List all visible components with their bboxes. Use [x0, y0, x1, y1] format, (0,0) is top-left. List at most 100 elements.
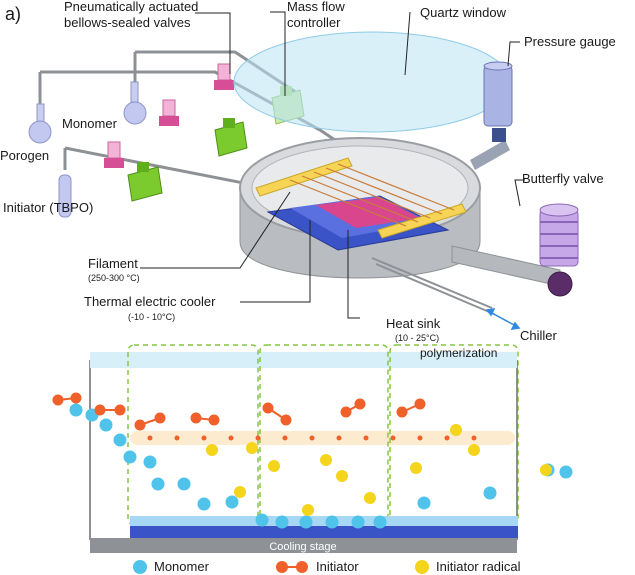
cooling-stage-label: Cooling stage — [269, 541, 336, 553]
cooling-stage — [90, 538, 517, 553]
initiator-atom — [354, 398, 366, 410]
radical-molecule — [206, 444, 218, 456]
monomer-molecule — [559, 465, 573, 479]
butterfly-valve-label: Butterfly valve — [522, 171, 604, 186]
valves-label-line2: bellows-sealed valves — [64, 15, 191, 30]
initiator-molecule — [262, 402, 292, 426]
chiller-arrow — [485, 308, 521, 330]
radical-glow-dot — [309, 435, 315, 441]
radical-glow-dot — [444, 435, 450, 441]
radical-molecule — [540, 464, 552, 476]
initiator-atom — [154, 412, 166, 424]
chiller-label: Chiller — [520, 328, 558, 343]
monomer-molecule — [151, 477, 165, 491]
initiator-atom — [208, 414, 220, 426]
mfc-label-line2: controller — [287, 15, 341, 30]
radical-glow-dot — [363, 435, 369, 441]
pump-line — [451, 245, 573, 297]
monomer-molecule — [255, 513, 269, 527]
legend-radical-label: Initiator radical — [436, 559, 521, 574]
film-layer — [130, 516, 518, 526]
initiator-atom — [134, 419, 146, 431]
filament-temp: (250-300 °C) — [88, 273, 140, 283]
monomer-molecule — [225, 495, 239, 509]
radical-molecule — [450, 424, 462, 436]
process-panel: polymerization Cooling stage — [52, 344, 573, 553]
radical-molecule — [468, 444, 480, 456]
monomer-molecule — [69, 403, 83, 417]
monomer-molecule — [351, 515, 365, 529]
initiator-atom — [280, 414, 292, 426]
monomer-molecule — [197, 497, 211, 511]
radical-molecule — [336, 470, 348, 482]
radical-glow-dot — [282, 435, 288, 441]
quartz-window — [233, 31, 511, 133]
legend-monomer-icon — [133, 560, 147, 574]
radical-molecule — [320, 454, 332, 466]
monomer-molecule — [275, 515, 289, 529]
monomer-molecule — [99, 418, 113, 432]
panel-label: a) — [5, 4, 21, 24]
leader-lines — [140, 11, 525, 319]
radical-glow-dot — [390, 435, 396, 441]
heat-sink-temp: (10 - 25°C) — [395, 333, 439, 343]
radical-glow-dot — [417, 435, 423, 441]
pressure-gauge — [470, 61, 513, 170]
monomer-molecule — [123, 450, 137, 464]
radical-molecule — [246, 442, 258, 454]
radical-glow-dot — [201, 435, 207, 441]
initiator-atom — [414, 398, 426, 410]
legend: Monomer Initiator Initiator radical — [133, 559, 521, 574]
monomer-molecule — [143, 455, 157, 469]
radical-molecule — [410, 462, 422, 474]
mfc-label-line1: Mass flow — [287, 0, 345, 14]
monomer-source-label: Monomer — [62, 116, 118, 131]
radical-molecule — [302, 504, 314, 516]
butterfly-valve — [539, 203, 579, 267]
quartz-window-label: Quartz window — [420, 5, 507, 20]
stage-pink — [316, 197, 420, 228]
initiator-atom — [70, 392, 82, 404]
mfc-2 — [214, 118, 248, 157]
valve-2 — [159, 99, 179, 126]
radical-glow-dot — [471, 435, 477, 441]
initiator-molecule — [94, 404, 126, 416]
filament-frame — [255, 157, 467, 239]
tec-label: Thermal electric cooler — [84, 294, 216, 309]
monomer-flask — [123, 81, 147, 125]
initiator-atom — [52, 394, 64, 406]
monomer-molecule — [113, 433, 127, 447]
legend-initiator-icon — [276, 561, 308, 573]
initiator-source-label: Initiator (TBPO) — [3, 200, 93, 215]
radical-glow-dot — [174, 435, 180, 441]
initiator-atom — [114, 404, 126, 416]
monomer-molecule — [483, 486, 497, 500]
initiator-flask — [58, 174, 72, 218]
initiator-molecule — [190, 412, 220, 426]
monomer-molecule — [177, 477, 191, 491]
stage-label-polymerization: polymerization — [420, 346, 497, 360]
initiator-molecule — [52, 392, 82, 406]
legend-initiator-label: Initiator — [316, 559, 359, 574]
monomer-molecule — [299, 515, 313, 529]
initiator-molecule — [396, 398, 426, 418]
initiator-atom — [190, 412, 202, 424]
legend-monomer-label: Monomer — [154, 559, 210, 574]
mfc-3 — [127, 162, 163, 202]
heat-sink-label: Heat sink — [386, 316, 441, 331]
pressure-gauge-label: Pressure gauge — [524, 34, 616, 49]
radical-molecule — [364, 492, 376, 504]
legend-radical-icon — [415, 560, 429, 574]
initiator-atom — [262, 402, 274, 414]
monomer-molecule — [325, 515, 339, 529]
filament-glow — [130, 431, 515, 445]
radical-glow-dot — [147, 435, 153, 441]
porogen-flask — [28, 103, 52, 144]
monomer-molecule — [417, 496, 431, 510]
radical-group — [206, 424, 552, 516]
valve-1 — [214, 63, 234, 90]
radical-glow-dots — [147, 435, 477, 441]
top-window-band — [90, 352, 517, 368]
initiator-group — [52, 392, 426, 431]
